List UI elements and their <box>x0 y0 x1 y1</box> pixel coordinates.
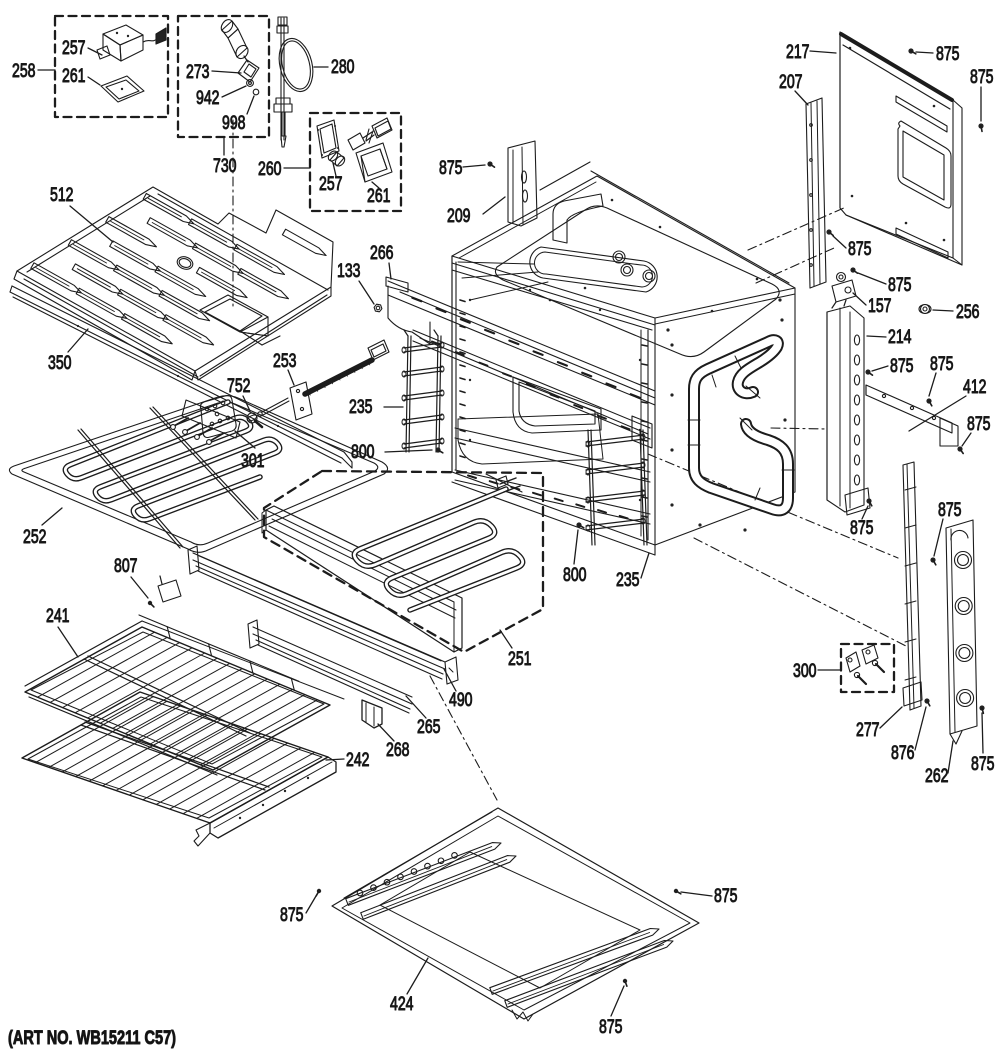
svg-text:350: 350 <box>48 353 72 374</box>
svg-text:875: 875 <box>599 1017 623 1038</box>
svg-text:261: 261 <box>62 66 86 87</box>
svg-text:875: 875 <box>439 158 463 179</box>
svg-text:807: 807 <box>114 556 138 577</box>
svg-text:875: 875 <box>967 414 991 435</box>
svg-text:258: 258 <box>12 61 36 82</box>
svg-text:875: 875 <box>890 356 914 377</box>
svg-text:512: 512 <box>50 185 74 206</box>
svg-text:235: 235 <box>349 397 373 418</box>
svg-text:875: 875 <box>936 44 960 65</box>
svg-text:998: 998 <box>222 113 246 134</box>
svg-text:209: 209 <box>447 206 471 227</box>
svg-text:875: 875 <box>714 886 738 907</box>
svg-text:273: 273 <box>186 62 210 83</box>
svg-text:256: 256 <box>956 302 980 323</box>
svg-text:268: 268 <box>386 740 410 761</box>
svg-text:217: 217 <box>786 42 810 63</box>
svg-text:875: 875 <box>971 754 995 775</box>
svg-text:301: 301 <box>241 451 265 472</box>
svg-text:207: 207 <box>779 72 803 93</box>
svg-text:800: 800 <box>351 442 375 463</box>
svg-text:412: 412 <box>963 377 987 398</box>
svg-text:752: 752 <box>227 376 251 397</box>
svg-text:157: 157 <box>868 296 892 317</box>
svg-text:261: 261 <box>367 186 391 207</box>
svg-text:277: 277 <box>856 720 880 741</box>
svg-text:490: 490 <box>449 690 473 711</box>
svg-text:875: 875 <box>930 354 954 375</box>
svg-text:875: 875 <box>280 905 304 926</box>
svg-text:242: 242 <box>346 750 370 771</box>
svg-text:280: 280 <box>331 57 355 78</box>
svg-text:235: 235 <box>616 570 640 591</box>
svg-text:424: 424 <box>390 994 414 1015</box>
svg-text:730: 730 <box>213 156 237 177</box>
svg-text:251: 251 <box>508 649 532 670</box>
svg-text:875: 875 <box>970 67 994 88</box>
svg-text:214: 214 <box>888 327 912 348</box>
svg-text:300: 300 <box>793 661 817 682</box>
svg-text:252: 252 <box>23 527 47 548</box>
svg-text:241: 241 <box>46 606 70 627</box>
svg-text:875: 875 <box>848 239 872 260</box>
svg-text:875: 875 <box>938 500 962 521</box>
svg-text:262: 262 <box>925 766 949 787</box>
svg-text:257: 257 <box>62 38 86 59</box>
svg-text:942: 942 <box>196 88 220 109</box>
svg-text:800: 800 <box>563 565 587 586</box>
svg-text:133: 133 <box>337 261 361 282</box>
svg-text:253: 253 <box>273 351 297 372</box>
svg-text:875: 875 <box>850 518 874 539</box>
svg-text:875: 875 <box>888 275 912 296</box>
svg-text:257: 257 <box>319 174 343 195</box>
svg-text:266: 266 <box>370 243 394 264</box>
svg-text:876: 876 <box>891 743 915 764</box>
svg-text:260: 260 <box>258 159 282 180</box>
svg-text:(ART NO. WB15211 C57): (ART NO. WB15211 C57) <box>8 1028 176 1049</box>
svg-text:265: 265 <box>417 717 441 738</box>
